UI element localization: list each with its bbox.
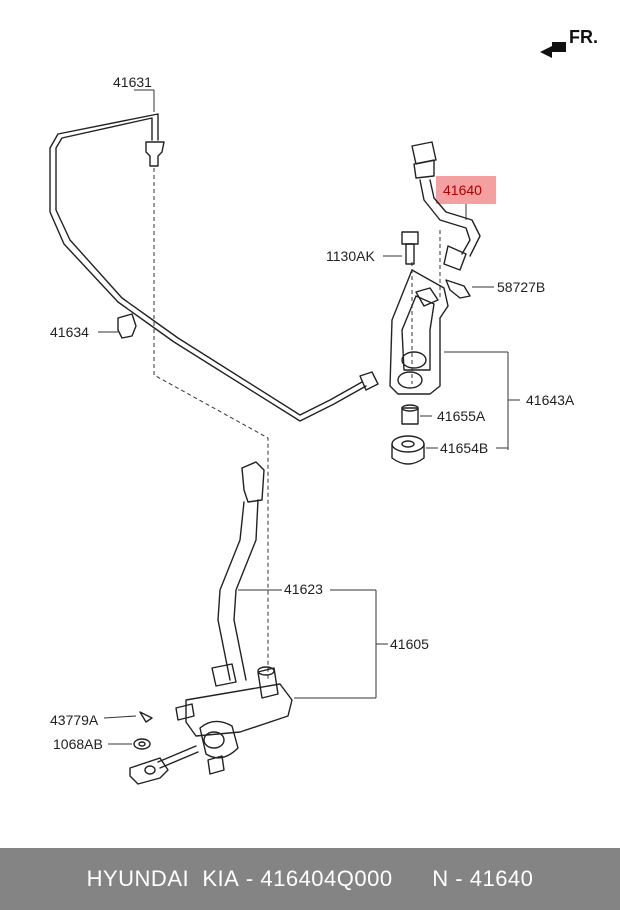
washer-1068ab: 1068AB <box>53 736 151 752</box>
footer-part-number: 416404Q000 <box>260 866 393 891</box>
clutch-tube-41631: 41631 <box>49 74 379 422</box>
grommet-41654b: 41654B <box>391 435 508 465</box>
label-1068ab: 1068AB <box>53 736 103 752</box>
part-info-footer: HYUNDAI KIA - 416404Q000 N - 41640 <box>0 848 620 910</box>
highlight-box-41640 <box>436 176 496 204</box>
master-cylinder-41605: 41605 <box>129 589 429 785</box>
clip-58727b: 58727B <box>445 279 545 299</box>
bracket-41643a: 41643A <box>389 269 575 450</box>
label-1130ak: 1130AK <box>326 248 375 264</box>
footer-ref: N - 41640 <box>432 866 534 891</box>
label-41655a: 41655A <box>437 408 486 424</box>
parts-diagram: FR. 41631 41634 41640 1130AK <box>49 27 598 785</box>
front-arrow-icon <box>540 42 566 58</box>
bolt-1130ak: 1130AK <box>326 231 419 265</box>
label-41643a: 41643A <box>526 392 575 408</box>
label-41605: 41605 <box>390 636 429 652</box>
label-41654b: 41654B <box>440 440 488 456</box>
label-41631: 41631 <box>113 74 152 90</box>
label-41623: 41623 <box>284 581 323 597</box>
footer-brand: HYUNDAI KIA <box>86 866 240 891</box>
pin-43779a: 43779A <box>50 711 153 728</box>
front-direction-indicator: FR. <box>540 27 598 58</box>
front-direction-label: FR. <box>569 27 598 47</box>
label-41640: 41640 <box>443 182 482 198</box>
label-58727b: 58727B <box>497 279 545 295</box>
label-41634: 41634 <box>50 324 89 340</box>
assembly-dashed-lines <box>153 168 441 680</box>
label-43779a: 43779A <box>50 712 99 728</box>
hose-41623: 41623 <box>211 461 323 687</box>
clip-41634: 41634 <box>50 313 137 340</box>
hose-41640: 41640 <box>411 141 496 271</box>
bushing-41655a: 41655A <box>401 404 486 425</box>
